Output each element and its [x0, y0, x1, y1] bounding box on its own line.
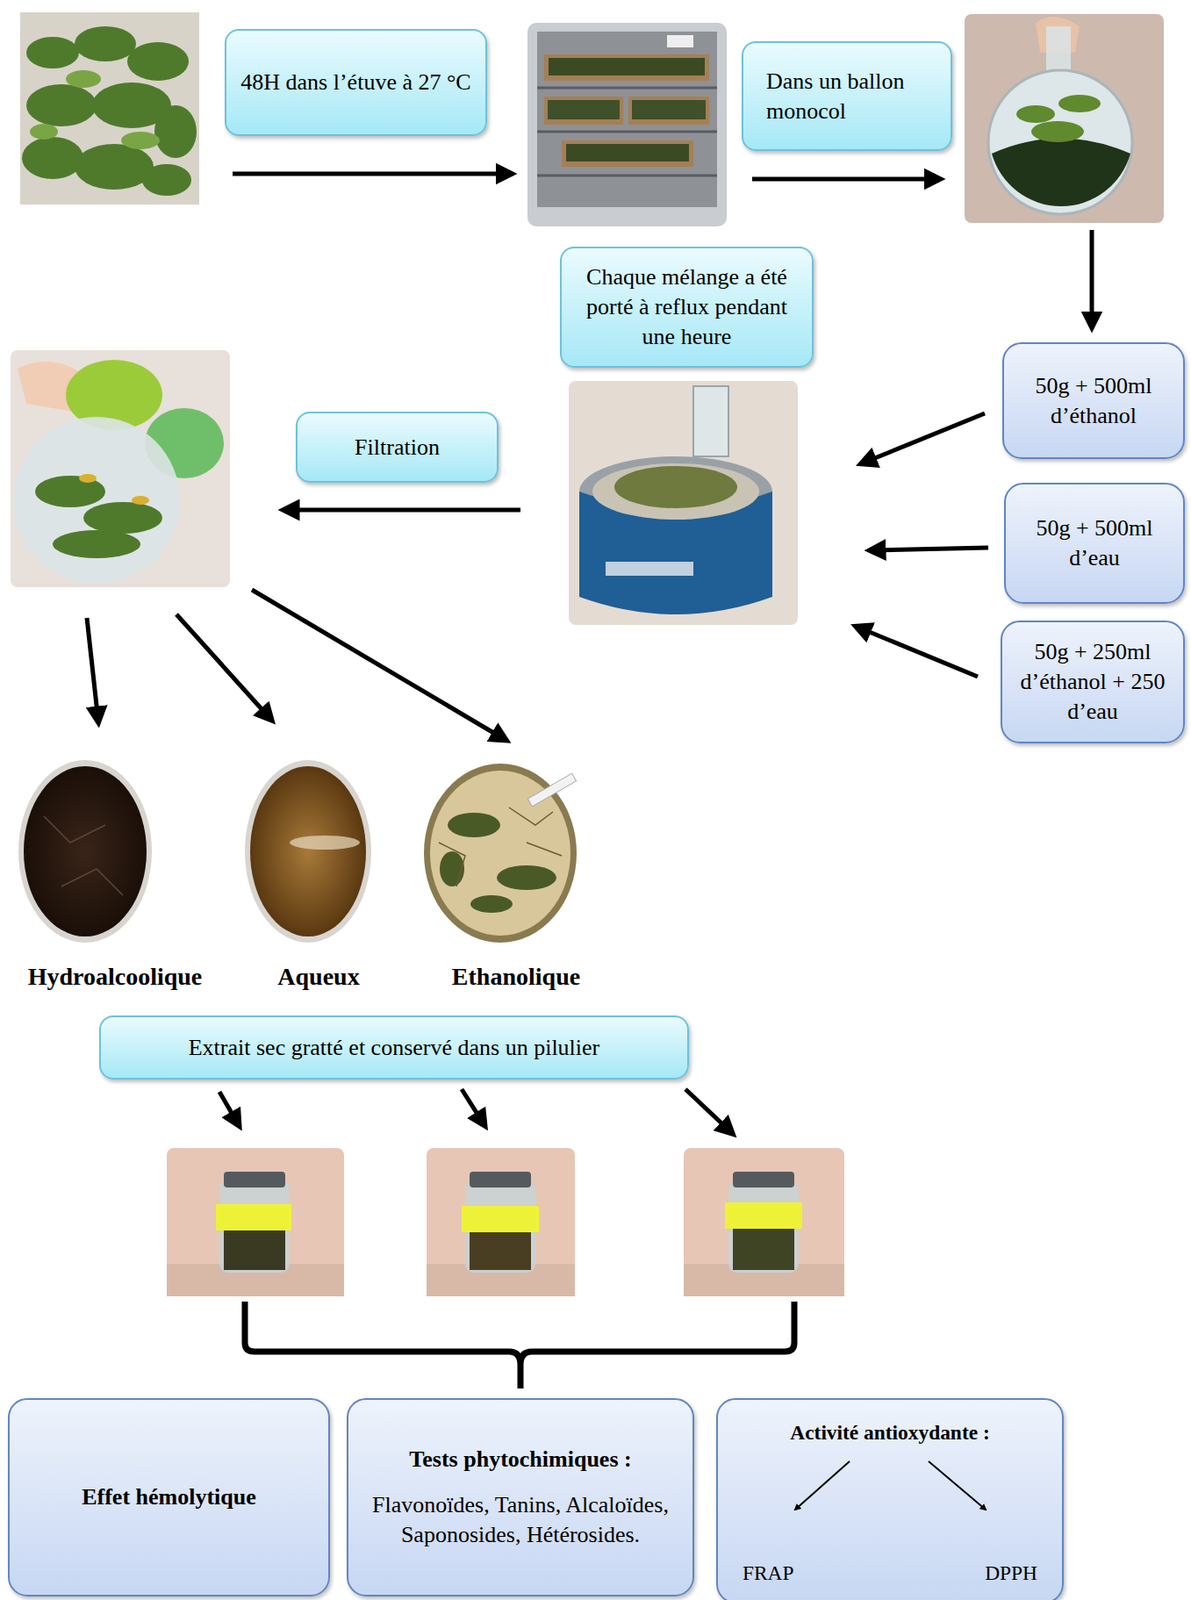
analysis-box: Effet hémolytique: [7, 1398, 331, 1597]
node-label: 50g + 500ml d’éthanol: [1014, 371, 1173, 431]
node-label: Tests phytochimiques :: [408, 1444, 632, 1475]
method-name: FRAP: [742, 1559, 795, 1586]
node-body: Flavonoïdes, Tanins, Alcaloïdes, Saponos…: [358, 1490, 682, 1550]
node-label: Filtration: [354, 432, 440, 463]
method-row: FRAP DPPH: [742, 1559, 1038, 1586]
oven-photo: [527, 22, 727, 227]
process-box: Chaque mélange a été porté à reflux pend…: [559, 246, 814, 368]
extract-label: Aqueux: [277, 962, 359, 991]
analysis-box: Tests phytochimiques : Flavonoïdes, Tanin…: [346, 1398, 695, 1597]
extract-label: Ethanolique: [452, 962, 581, 991]
analysis-box: Activité antioxydante : FRAP DPPH: [716, 1398, 1064, 1600]
node-label: 50g + 250ml d’éthanol + 250 d’eau: [1012, 637, 1173, 726]
node-label: Dans un ballon monocol: [766, 66, 940, 127]
node-label: Chaque mélange a été porté à reflux pend…: [572, 262, 802, 352]
grouping-brace: [244, 1301, 795, 1389]
solvent-box: 50g + 250ml d’éthanol + 250 d’eau: [1000, 620, 1185, 744]
node-label: 48H dans l’étuve à 27 °C: [240, 67, 471, 98]
extract-label: Hydroalcoolique: [28, 962, 203, 991]
extract-jars: [166, 1147, 845, 1297]
solvent-box: 50g + 500ml d’eau: [1004, 482, 1185, 604]
dry-extract-dishes: [18, 760, 577, 943]
node-label: Extrait sec gratté et conservé dans un p…: [188, 1033, 601, 1063]
process-box: 48H dans l’étuve à 27 °C: [224, 28, 488, 137]
node-label: 50g + 500ml d’eau: [1016, 513, 1173, 574]
filtration-photo: [10, 350, 230, 588]
method-name: DPPH: [984, 1559, 1038, 1586]
solvent-box: 50g + 500ml d’éthanol: [1002, 342, 1185, 460]
process-box: Filtration: [295, 411, 499, 483]
process-box: Extrait sec gratté et conservé dans un p…: [99, 1015, 689, 1080]
flask-photo: [964, 14, 1164, 223]
heating-mantle-photo: [568, 380, 798, 625]
node-heading: Activité antioxydante :: [789, 1419, 990, 1446]
plant-photo: [20, 12, 200, 205]
process-box: Dans un ballon monocol: [741, 41, 953, 151]
node-label: Effet hémolytique: [81, 1482, 257, 1513]
flow-arrows: [86, 173, 1092, 1134]
